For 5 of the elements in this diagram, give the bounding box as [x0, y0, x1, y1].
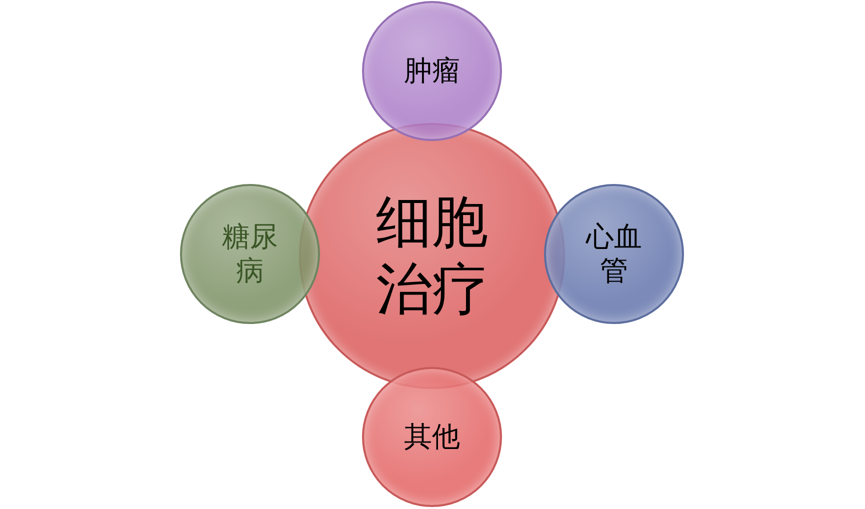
- node-label: 肿瘤: [403, 54, 461, 88]
- node-label: 其他: [403, 420, 461, 454]
- node-label: 心血管: [586, 220, 642, 288]
- node-label: 细胞治疗: [376, 188, 488, 324]
- node-label: 糖尿病: [222, 220, 278, 288]
